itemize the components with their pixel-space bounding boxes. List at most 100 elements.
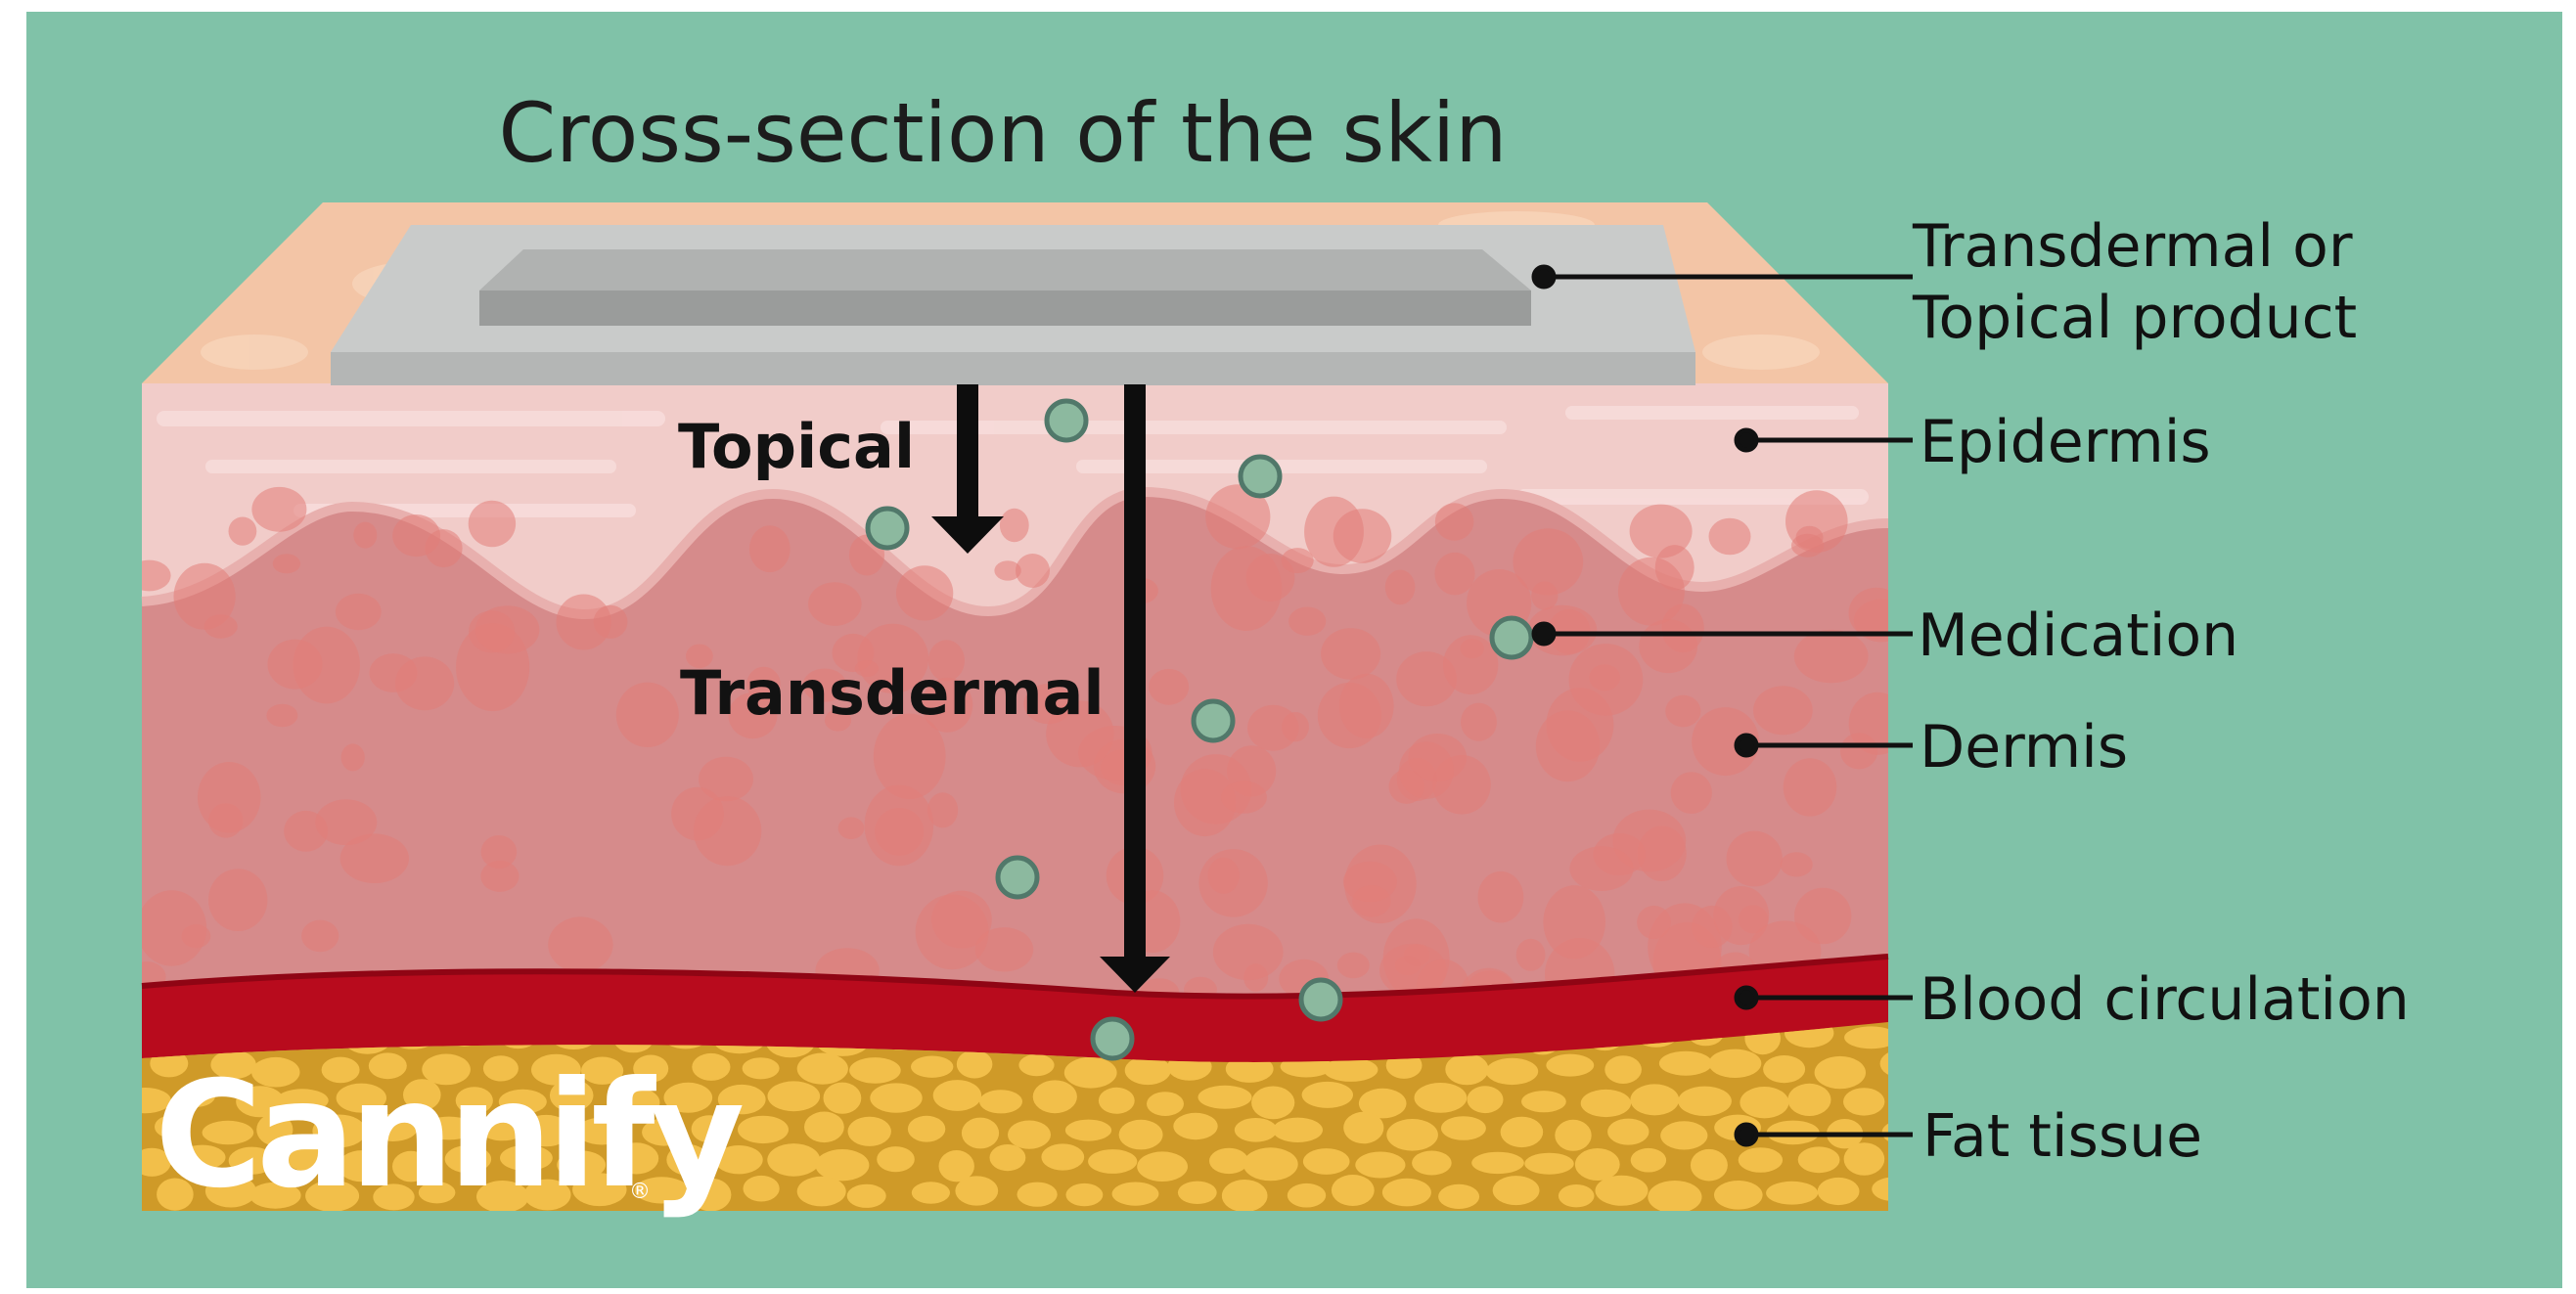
fat-cell bbox=[1173, 1113, 1217, 1139]
fat-cell bbox=[804, 1112, 844, 1143]
medication-dot bbox=[998, 858, 1037, 897]
fat-cell bbox=[1209, 1148, 1248, 1174]
logo-registered-mark: ® bbox=[629, 1180, 651, 1204]
fat-cell bbox=[1607, 1119, 1649, 1145]
topical-label: Topical bbox=[678, 411, 915, 482]
fat-cell bbox=[1355, 1152, 1405, 1179]
fat-cell bbox=[743, 1057, 780, 1079]
fat-cell bbox=[1222, 1180, 1268, 1212]
dermis-spot bbox=[1213, 924, 1284, 980]
medication-dot bbox=[1194, 701, 1233, 740]
fat-cell bbox=[1524, 1153, 1573, 1175]
epidermis-leader-dot bbox=[1737, 430, 1756, 450]
fat-cell bbox=[1486, 1058, 1538, 1085]
medication-label: Medication bbox=[1918, 602, 2238, 670]
fat-cell bbox=[1766, 1182, 1818, 1205]
medication-dot bbox=[1047, 401, 1086, 440]
dermis-spot bbox=[916, 895, 989, 970]
fat-cell bbox=[1659, 1051, 1712, 1076]
fat-cell bbox=[1382, 1179, 1431, 1207]
fat-cell bbox=[1412, 1151, 1452, 1176]
dermis-spot bbox=[395, 656, 454, 710]
blood-circulation-label: Blood circulation bbox=[1920, 965, 2410, 1034]
dermis-spot bbox=[208, 869, 267, 931]
fat-cell bbox=[1243, 1147, 1298, 1181]
fat-cell bbox=[1555, 1120, 1591, 1151]
fat-cell bbox=[1041, 1143, 1084, 1170]
dermis-spot bbox=[1434, 553, 1474, 596]
dermis-spot bbox=[268, 640, 323, 690]
fat-cell bbox=[1064, 1057, 1117, 1089]
dermis-spot bbox=[1531, 581, 1558, 609]
fat-cell bbox=[933, 1080, 981, 1111]
fat-cell bbox=[1815, 1056, 1866, 1089]
dermis-spot bbox=[1692, 906, 1733, 948]
fat-cell bbox=[744, 1176, 780, 1202]
logo-wordmark: Cannify bbox=[155, 1050, 744, 1221]
fat-cell bbox=[1273, 1118, 1323, 1142]
dermis-spot bbox=[1304, 497, 1364, 567]
dermis-spot bbox=[1000, 509, 1029, 542]
fat-cell bbox=[1088, 1149, 1137, 1174]
fat-cell bbox=[1843, 1088, 1884, 1115]
dermis-spot bbox=[353, 522, 377, 549]
fat-cell bbox=[1066, 1183, 1104, 1206]
medication-dot bbox=[868, 509, 907, 548]
medication-dot bbox=[1492, 618, 1531, 657]
fat-cell bbox=[1343, 1112, 1383, 1144]
patch-pad bbox=[479, 290, 1531, 326]
fat-cell bbox=[1691, 1149, 1728, 1182]
fat-cell bbox=[1739, 1147, 1783, 1173]
dermis-spot bbox=[548, 916, 612, 972]
dermis-spot bbox=[1478, 871, 1524, 923]
fat-cell bbox=[1099, 1088, 1135, 1114]
dermis-spot bbox=[469, 501, 516, 547]
fat-cell bbox=[1288, 1183, 1326, 1208]
fat-cell bbox=[1546, 1054, 1594, 1077]
fat-cell bbox=[1581, 1090, 1631, 1117]
patch-edge bbox=[331, 352, 1695, 385]
dermis-spot bbox=[266, 704, 297, 728]
fat-cell bbox=[870, 1083, 922, 1112]
fat-cell bbox=[847, 1184, 886, 1208]
dermis-spot bbox=[1385, 570, 1416, 605]
cannify-logo: Cannify ® bbox=[155, 1050, 744, 1221]
medication-dot bbox=[1241, 457, 1280, 496]
fat-cell bbox=[849, 1057, 901, 1084]
fat-cell bbox=[1438, 1184, 1479, 1209]
fat-cell bbox=[767, 1143, 820, 1177]
transdermal-label: Transdermal bbox=[680, 657, 1105, 729]
fat-cell bbox=[1198, 1086, 1252, 1109]
dermis-spot bbox=[1791, 534, 1824, 558]
dermis-spot bbox=[301, 920, 339, 953]
fat-tissue-label: Fat tissue bbox=[1922, 1102, 2202, 1171]
dermis-spot bbox=[694, 796, 761, 866]
fat-cell bbox=[911, 1056, 953, 1078]
fat-cell bbox=[1178, 1182, 1217, 1204]
dermis-spot bbox=[1399, 741, 1454, 799]
fat-cell bbox=[1324, 1058, 1378, 1082]
fat-cell bbox=[1018, 1054, 1054, 1076]
medication-dot bbox=[1301, 980, 1340, 1019]
fat-cell bbox=[1415, 1083, 1468, 1113]
dermis-spot bbox=[1840, 733, 1877, 769]
product-leader-dot bbox=[1534, 267, 1554, 287]
dermis-spot bbox=[341, 743, 365, 771]
fat-cell bbox=[1251, 1087, 1294, 1120]
product-label-line2: Topical product bbox=[1912, 284, 2357, 352]
dermis-spot bbox=[1569, 846, 1633, 891]
fat-cell bbox=[1631, 1148, 1666, 1173]
fat-cell bbox=[815, 1149, 869, 1181]
dermis-spot bbox=[336, 594, 382, 630]
fat-cell bbox=[1441, 1116, 1486, 1140]
fat-leader-dot bbox=[1737, 1125, 1756, 1144]
dermis-spot bbox=[1516, 939, 1546, 971]
dermis-spot bbox=[557, 595, 611, 650]
dermis-spot bbox=[1630, 505, 1693, 558]
fat-cell bbox=[1678, 1087, 1732, 1116]
fat-cell bbox=[1119, 1120, 1163, 1150]
dermis-leader-dot bbox=[1737, 736, 1756, 755]
fat-cell bbox=[1714, 1181, 1763, 1210]
